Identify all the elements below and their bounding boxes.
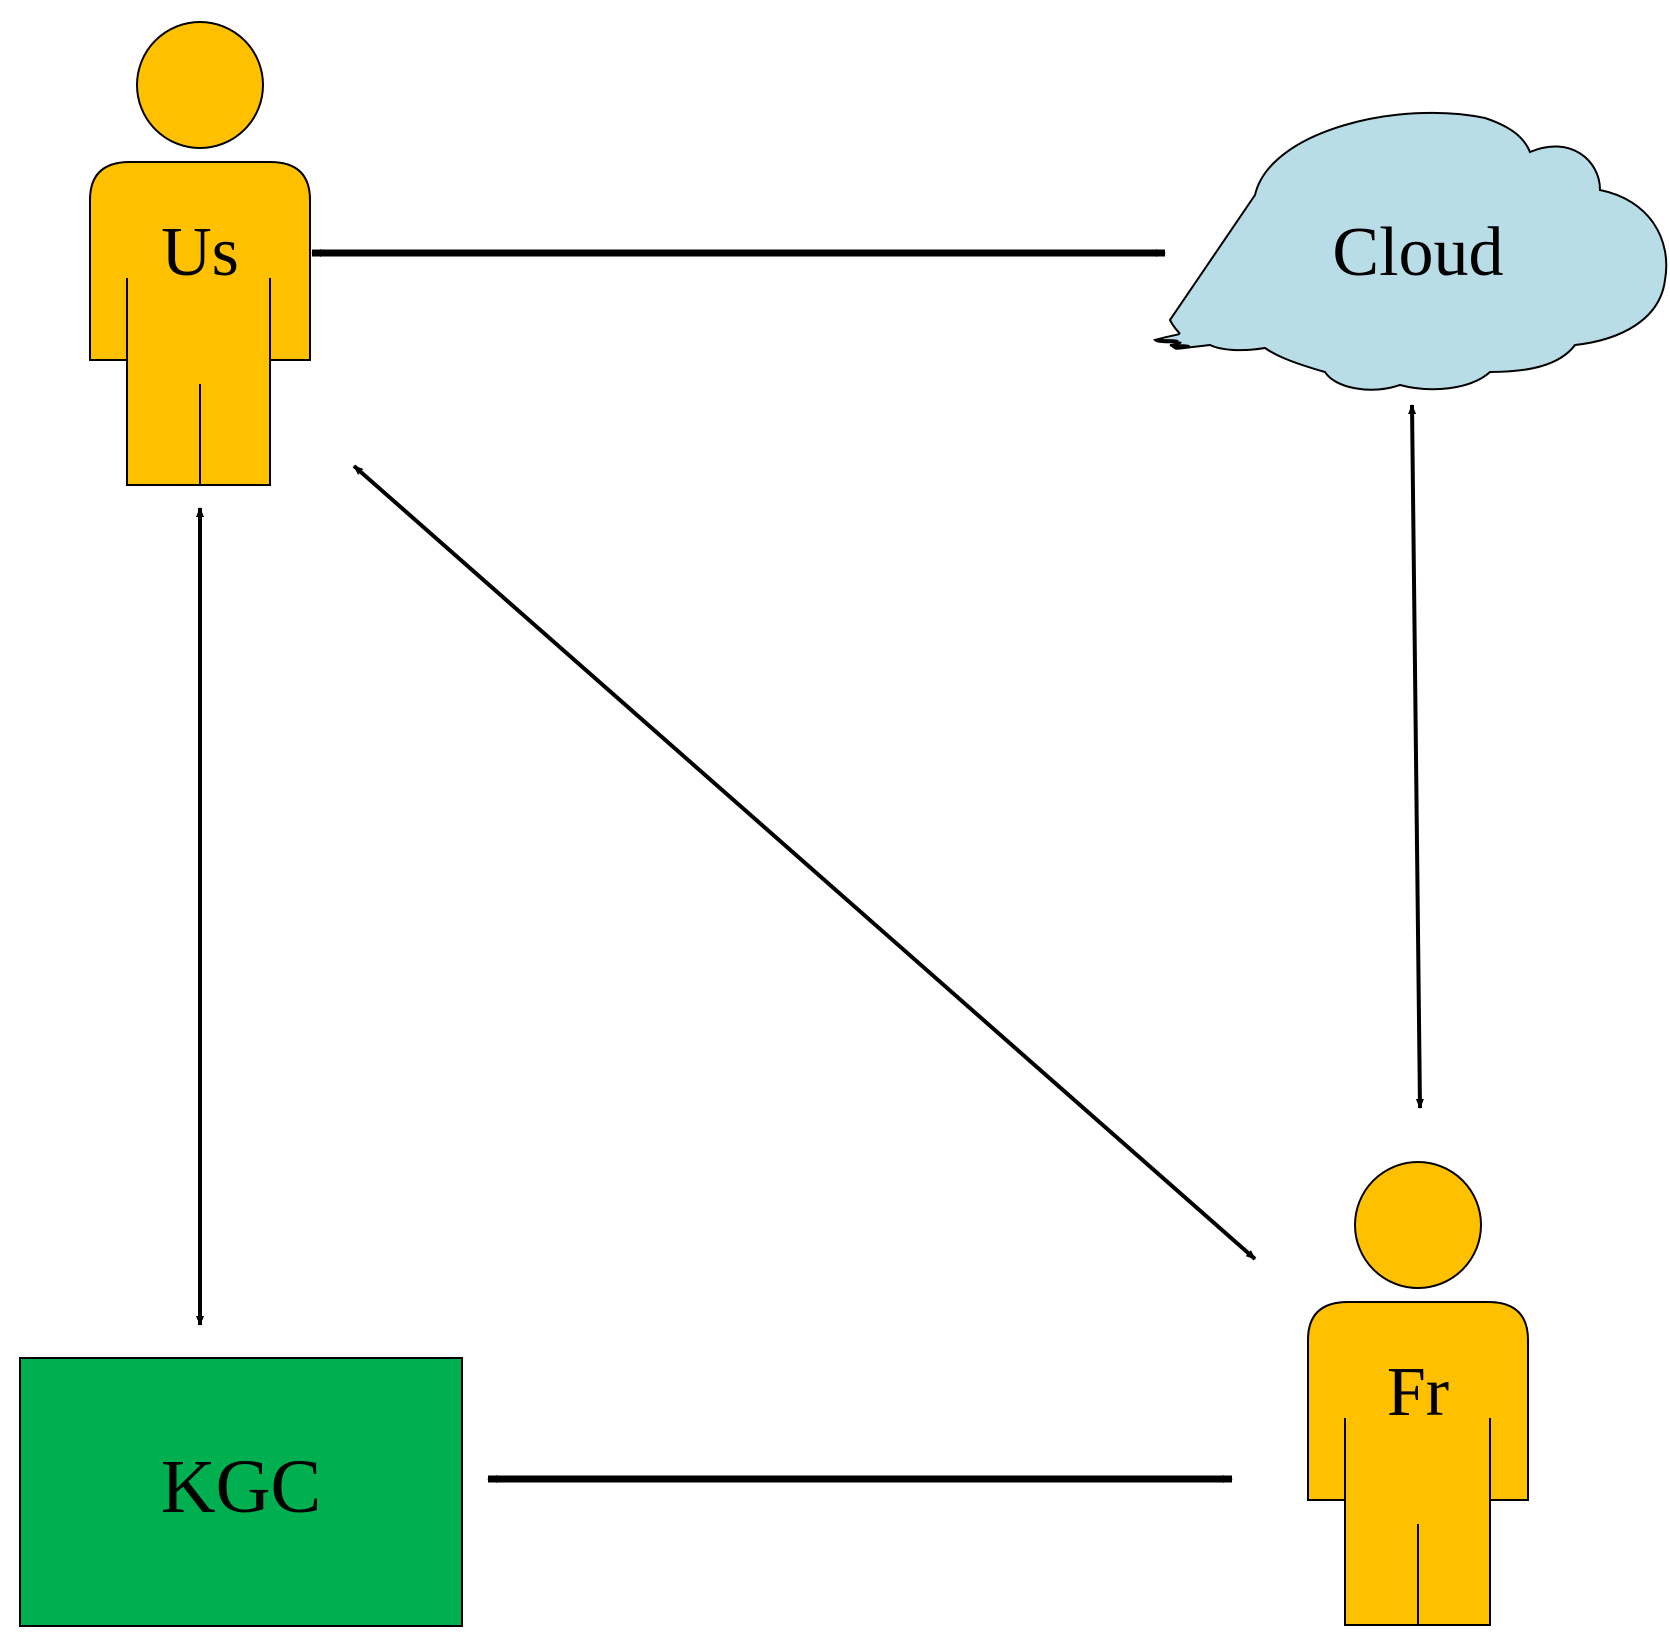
edges [196,249,1424,1483]
us-label: Us [161,214,239,291]
edge-us-fr [352,464,1257,1261]
fr-label: Fr [1387,1354,1449,1431]
node-fr: Fr [1307,1161,1529,1626]
cloud-label: Cloud [1332,214,1503,291]
kgc-box [19,1357,463,1627]
person-icon [1307,1161,1529,1626]
cloud-icon [1153,111,1668,391]
kgc-label: KGC [161,1445,321,1529]
node-us: Us [89,21,311,486]
person-icon [89,21,311,486]
node-cloud: Cloud [1153,111,1668,391]
edge-cloud-fr [1408,404,1424,1109]
node-kgc: KGC [19,1357,463,1627]
